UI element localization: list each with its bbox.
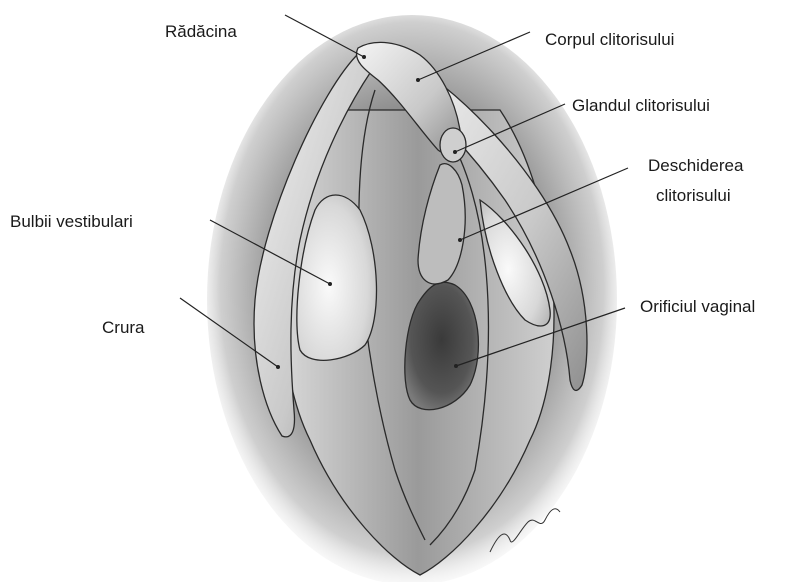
clitoris-glans-shape (440, 128, 466, 162)
label-corpul: Corpul clitorisului (545, 30, 674, 49)
label-deschiderea-line1: Deschiderea (648, 156, 744, 175)
label-orificiul: Orificiul vaginal (640, 297, 755, 316)
label-radacina: Rădăcina (165, 22, 237, 41)
dot-radacina (362, 55, 366, 59)
dot-crura (276, 365, 280, 369)
dot-deschiderea (458, 238, 462, 242)
dot-glandul (453, 150, 457, 154)
dot-bulbii (328, 282, 332, 286)
label-crura: Crura (102, 318, 145, 337)
label-bulbii: Bulbii vestibulari (10, 212, 133, 231)
label-glandul: Glandul clitorisului (572, 96, 710, 115)
label-deschiderea-line2: clitorisului (656, 186, 731, 205)
dot-orificiul (454, 364, 458, 368)
dot-corpul (416, 78, 420, 82)
